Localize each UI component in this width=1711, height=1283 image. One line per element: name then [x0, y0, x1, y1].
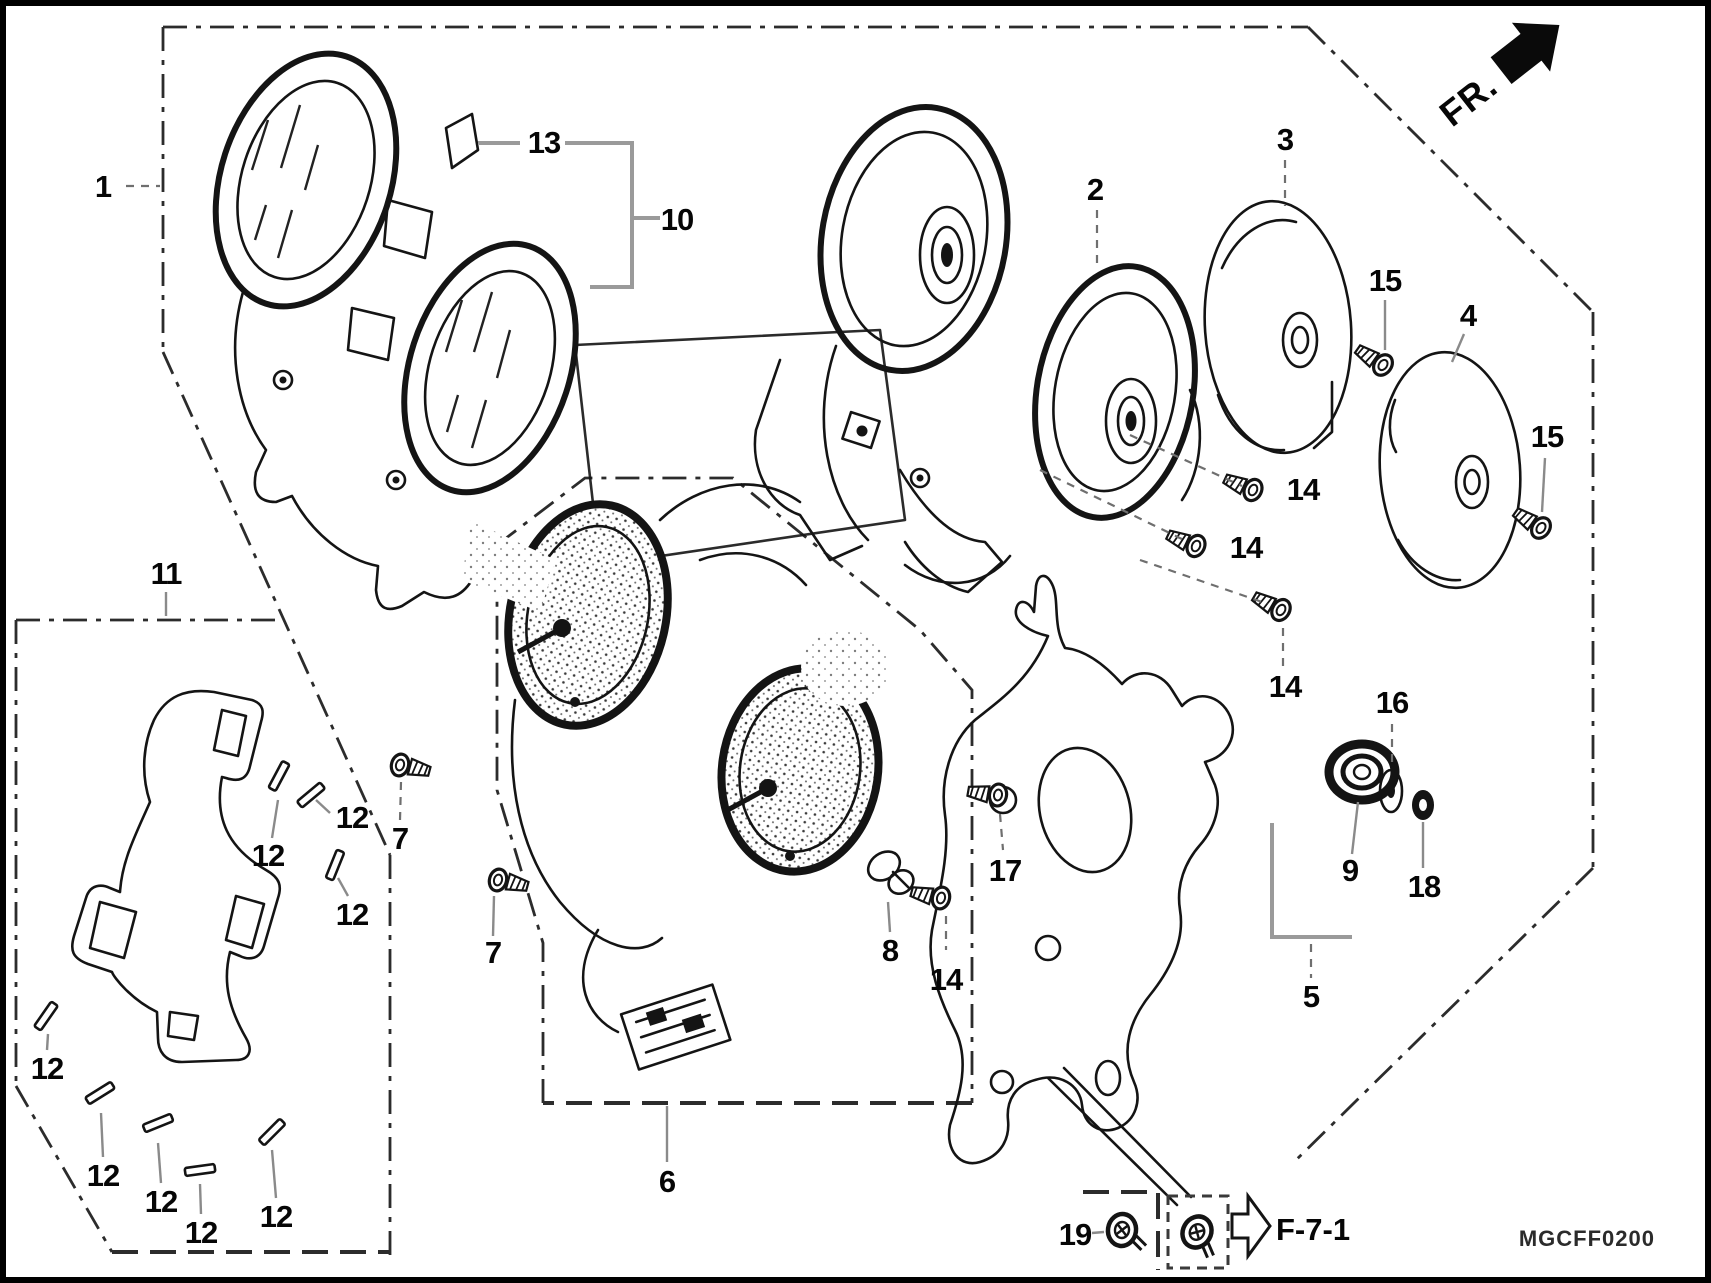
callout-14d: 14: [930, 962, 964, 997]
reference-arrow: F-7-1: [1230, 1191, 1350, 1261]
callout-14c: 14: [1269, 669, 1303, 704]
reference-label: F-7-1: [1276, 1212, 1350, 1247]
callout-1: 1: [95, 169, 112, 204]
lens-shine-lines: [444, 291, 512, 449]
part-6-meter-unit: [462, 483, 889, 1071]
part-5-stay-bracket: [929, 574, 1235, 1165]
callout-6: 6: [659, 1164, 676, 1199]
part-13-damper: [444, 112, 480, 170]
callout-12f: 12: [185, 1215, 217, 1250]
callout-14a: 14: [1287, 472, 1321, 507]
callout-11: 11: [151, 556, 183, 591]
callout-7b: 7: [485, 935, 501, 970]
callout-12g: 12: [260, 1199, 292, 1234]
callout-4: 4: [1460, 298, 1478, 333]
callout-10: 10: [661, 202, 693, 237]
part-11-bracket: [70, 689, 282, 1064]
callout-15a: 15: [1369, 263, 1402, 298]
reference-pointer-lines: [1046, 1066, 1193, 1207]
callout-12a: 12: [336, 800, 368, 835]
callout-labels: 1 2 3 4 5 6 7 7 8 9 10 11 12 12 12 12 12…: [31, 122, 1565, 1252]
callout-13: 13: [528, 125, 561, 160]
callout-12e: 12: [145, 1184, 177, 1219]
bracket-subassembly-box: [14, 618, 390, 1254]
callout-12c: 12: [31, 1051, 63, 1086]
bracket-13-10-leader: [478, 141, 660, 289]
callout-12h: 12: [336, 897, 368, 932]
fr-direction-arrow-icon: [1490, 22, 1560, 85]
fastener-detail-boxes: [1083, 1190, 1230, 1270]
part-3-cover: [1203, 199, 1353, 455]
drawing-code: MGCFF0200: [1519, 1226, 1655, 1251]
callout-17: 17: [989, 853, 1021, 888]
frame-outline: [161, 25, 1595, 1255]
callout-7a: 7: [392, 821, 408, 856]
part-4-cover: [1378, 350, 1522, 590]
callout-14b: 14: [1230, 530, 1264, 565]
callout-3: 3: [1277, 122, 1294, 157]
callout-19: 19: [1059, 1217, 1092, 1252]
callout-15b: 15: [1531, 419, 1564, 454]
lens-shine-lines: [250, 104, 320, 259]
reference-arrow-icon: [1230, 1191, 1272, 1261]
part-1-lens-assembly: [212, 50, 907, 611]
part-2-meter-case: [753, 104, 1202, 594]
callout-8: 8: [882, 933, 899, 968]
callout-12b: 12: [252, 838, 284, 873]
callout-18: 18: [1408, 869, 1441, 904]
damper-strips: [33, 760, 346, 1178]
callout-12d: 12: [87, 1158, 119, 1193]
callout-16: 16: [1376, 685, 1409, 720]
callout-9: 9: [1342, 853, 1359, 888]
part-8-bulb: [866, 850, 915, 895]
callout-5: 5: [1303, 979, 1320, 1014]
part-18-nut: [1412, 790, 1434, 820]
part-16-washer: [1378, 768, 1404, 814]
callout-2: 2: [1087, 172, 1103, 207]
leader-lines: [45, 160, 1547, 1235]
